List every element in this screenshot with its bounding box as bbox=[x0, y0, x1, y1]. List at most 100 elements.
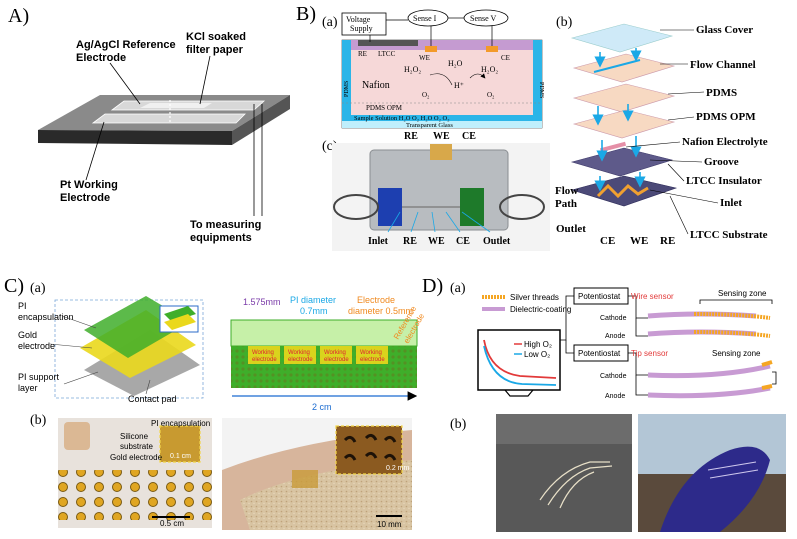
cathode-1: Cathode bbox=[600, 315, 627, 322]
panel-d-sub-a: (a) bbox=[450, 281, 466, 296]
inset2-scale: 0.2 mm bbox=[386, 465, 410, 472]
wire-sensor-anode-silver bbox=[693, 330, 771, 338]
nafion-label: Nafion bbox=[362, 80, 390, 91]
sensing-zone-label-1: Sensing zone bbox=[718, 289, 767, 298]
working-electrode-strip bbox=[91, 113, 246, 124]
o2-right: O₂ bbox=[487, 91, 495, 99]
working-2a: Working bbox=[288, 350, 310, 356]
label-ce-b: CE bbox=[600, 235, 615, 247]
ltcc-layer bbox=[342, 40, 542, 50]
scale-05-label: 0.5 cm bbox=[160, 519, 184, 528]
layer-ltcc-insulator bbox=[570, 147, 674, 177]
working-1a: Working bbox=[252, 350, 274, 356]
potentiostat-1-label: Potentiostat bbox=[578, 292, 621, 301]
transparent-glass: Transparent Glass bbox=[406, 122, 453, 129]
dim-1575: 1.575mm bbox=[243, 297, 281, 307]
kcl-leader bbox=[199, 55, 211, 105]
right-channel bbox=[533, 40, 542, 128]
h2o-top: H₂O bbox=[448, 59, 463, 68]
pi-rows bbox=[230, 319, 418, 347]
sensing-zone-bracket-1 bbox=[699, 299, 773, 304]
ref-electrode-label-1: Ag/AgCl Reference bbox=[76, 39, 176, 51]
working-4b: electrode bbox=[360, 357, 385, 363]
panel-a: A) Ag/AgCl Reference Electrode KCl soake… bbox=[8, 5, 290, 244]
tip-sensor-anode-coating bbox=[647, 385, 771, 399]
zoom-layer-2 bbox=[164, 314, 196, 330]
measuring-label-1: To measuring bbox=[190, 219, 261, 231]
panel-c-label: C) bbox=[4, 275, 24, 297]
panel-b-sub-b: (b) bbox=[556, 15, 573, 30]
photo-silicone-2: substrate bbox=[120, 442, 153, 451]
panel-c-sub-a: (a) bbox=[30, 281, 46, 296]
exploded-stack bbox=[570, 23, 678, 207]
working-labels: Working electrode Working electrode Work… bbox=[252, 350, 385, 363]
panel-a-label: A) bbox=[8, 5, 29, 27]
photo-d-b-left-top bbox=[496, 414, 632, 444]
label-re-b: RE bbox=[660, 235, 675, 247]
pi-diam-1: PI diameter bbox=[290, 295, 336, 305]
working-3a: Working bbox=[324, 350, 346, 356]
re-label: RE bbox=[358, 50, 367, 58]
blue-clip bbox=[378, 188, 402, 226]
pdms-right: PDMS bbox=[538, 82, 544, 98]
tip-silver-1 bbox=[761, 360, 773, 367]
panel-b-label: B) bbox=[296, 3, 316, 25]
scale-10-label: 10 mm bbox=[377, 520, 402, 529]
left-clip-wire bbox=[333, 194, 379, 220]
sensing-zone-label-2: Sensing zone bbox=[712, 349, 761, 358]
ce-label: CE bbox=[501, 54, 510, 62]
c-inlet: Inlet bbox=[368, 236, 389, 247]
panel-d-label: D) bbox=[422, 275, 443, 297]
wire-to-pot2 bbox=[565, 340, 574, 354]
wire-cathode-2 bbox=[628, 352, 648, 376]
panel-c: C) (a) PI encapsulation Gold electrode P… bbox=[4, 275, 426, 530]
pdms-opm-label: PDMS OPM bbox=[366, 104, 403, 112]
label-pdms: PDMS bbox=[706, 87, 737, 99]
channel-line bbox=[593, 59, 641, 73]
working-2b: electrode bbox=[288, 357, 313, 363]
pdms-left: PDMS bbox=[344, 81, 350, 97]
ce-bar bbox=[486, 46, 498, 52]
sensing-zone-bracket-2 bbox=[772, 371, 777, 385]
stack-labels: Glass Cover Flow Channel PDMS PDMS OPM N… bbox=[555, 24, 768, 247]
measuring-label-2: equipments bbox=[190, 232, 252, 244]
label-outlet-b: Outlet bbox=[556, 223, 586, 235]
kcl-label-1: KCl soaked bbox=[186, 31, 246, 43]
photo-gold: Gold electrode bbox=[110, 453, 163, 462]
re-bar bbox=[358, 40, 418, 46]
tip-silver-2 bbox=[761, 384, 773, 390]
wire-anode-1 bbox=[635, 318, 648, 337]
label-we-b: WE bbox=[630, 235, 648, 247]
ref-leader bbox=[109, 62, 141, 105]
tip-sensor-label: Tip sensor bbox=[631, 349, 668, 358]
pi-encap-1: PI bbox=[18, 301, 27, 311]
wire-to-pot1 bbox=[560, 295, 574, 341]
high-o2-label: High O₂ bbox=[524, 340, 552, 349]
we-label: WE bbox=[419, 54, 430, 62]
kcl-label-2: filter paper bbox=[186, 44, 244, 56]
voltage-supply-label-1: Voltage bbox=[346, 15, 371, 24]
pi-diam-2: 0.7mm bbox=[300, 306, 328, 316]
c-re: RE bbox=[404, 131, 418, 142]
panel-d-sub-b: (b) bbox=[450, 417, 467, 432]
gloved-finger bbox=[660, 446, 770, 532]
wire-sensor-cathode-silver bbox=[693, 312, 771, 320]
c-we: WE bbox=[433, 131, 450, 142]
layer-glass-cover bbox=[570, 23, 674, 53]
we-bar bbox=[425, 46, 437, 52]
h-plus: H⁺ bbox=[454, 81, 464, 90]
pi-support-1: PI support bbox=[18, 372, 60, 382]
c-re2: RE bbox=[403, 236, 417, 247]
voltage-supply-box bbox=[341, 12, 387, 36]
pi-support-2: layer bbox=[18, 383, 38, 393]
high-o2-curve bbox=[483, 339, 557, 379]
legend-silver: Silver threads bbox=[510, 293, 559, 302]
working-3b: electrode bbox=[324, 357, 349, 363]
gold-1: Gold bbox=[18, 330, 37, 340]
ltcc-label: LTCC bbox=[378, 50, 396, 58]
sample-channel bbox=[342, 115, 542, 121]
inset1-scale: 0.1 cm bbox=[170, 453, 191, 460]
pt-leader bbox=[85, 121, 105, 181]
label-glass-cover: Glass Cover bbox=[696, 24, 753, 36]
